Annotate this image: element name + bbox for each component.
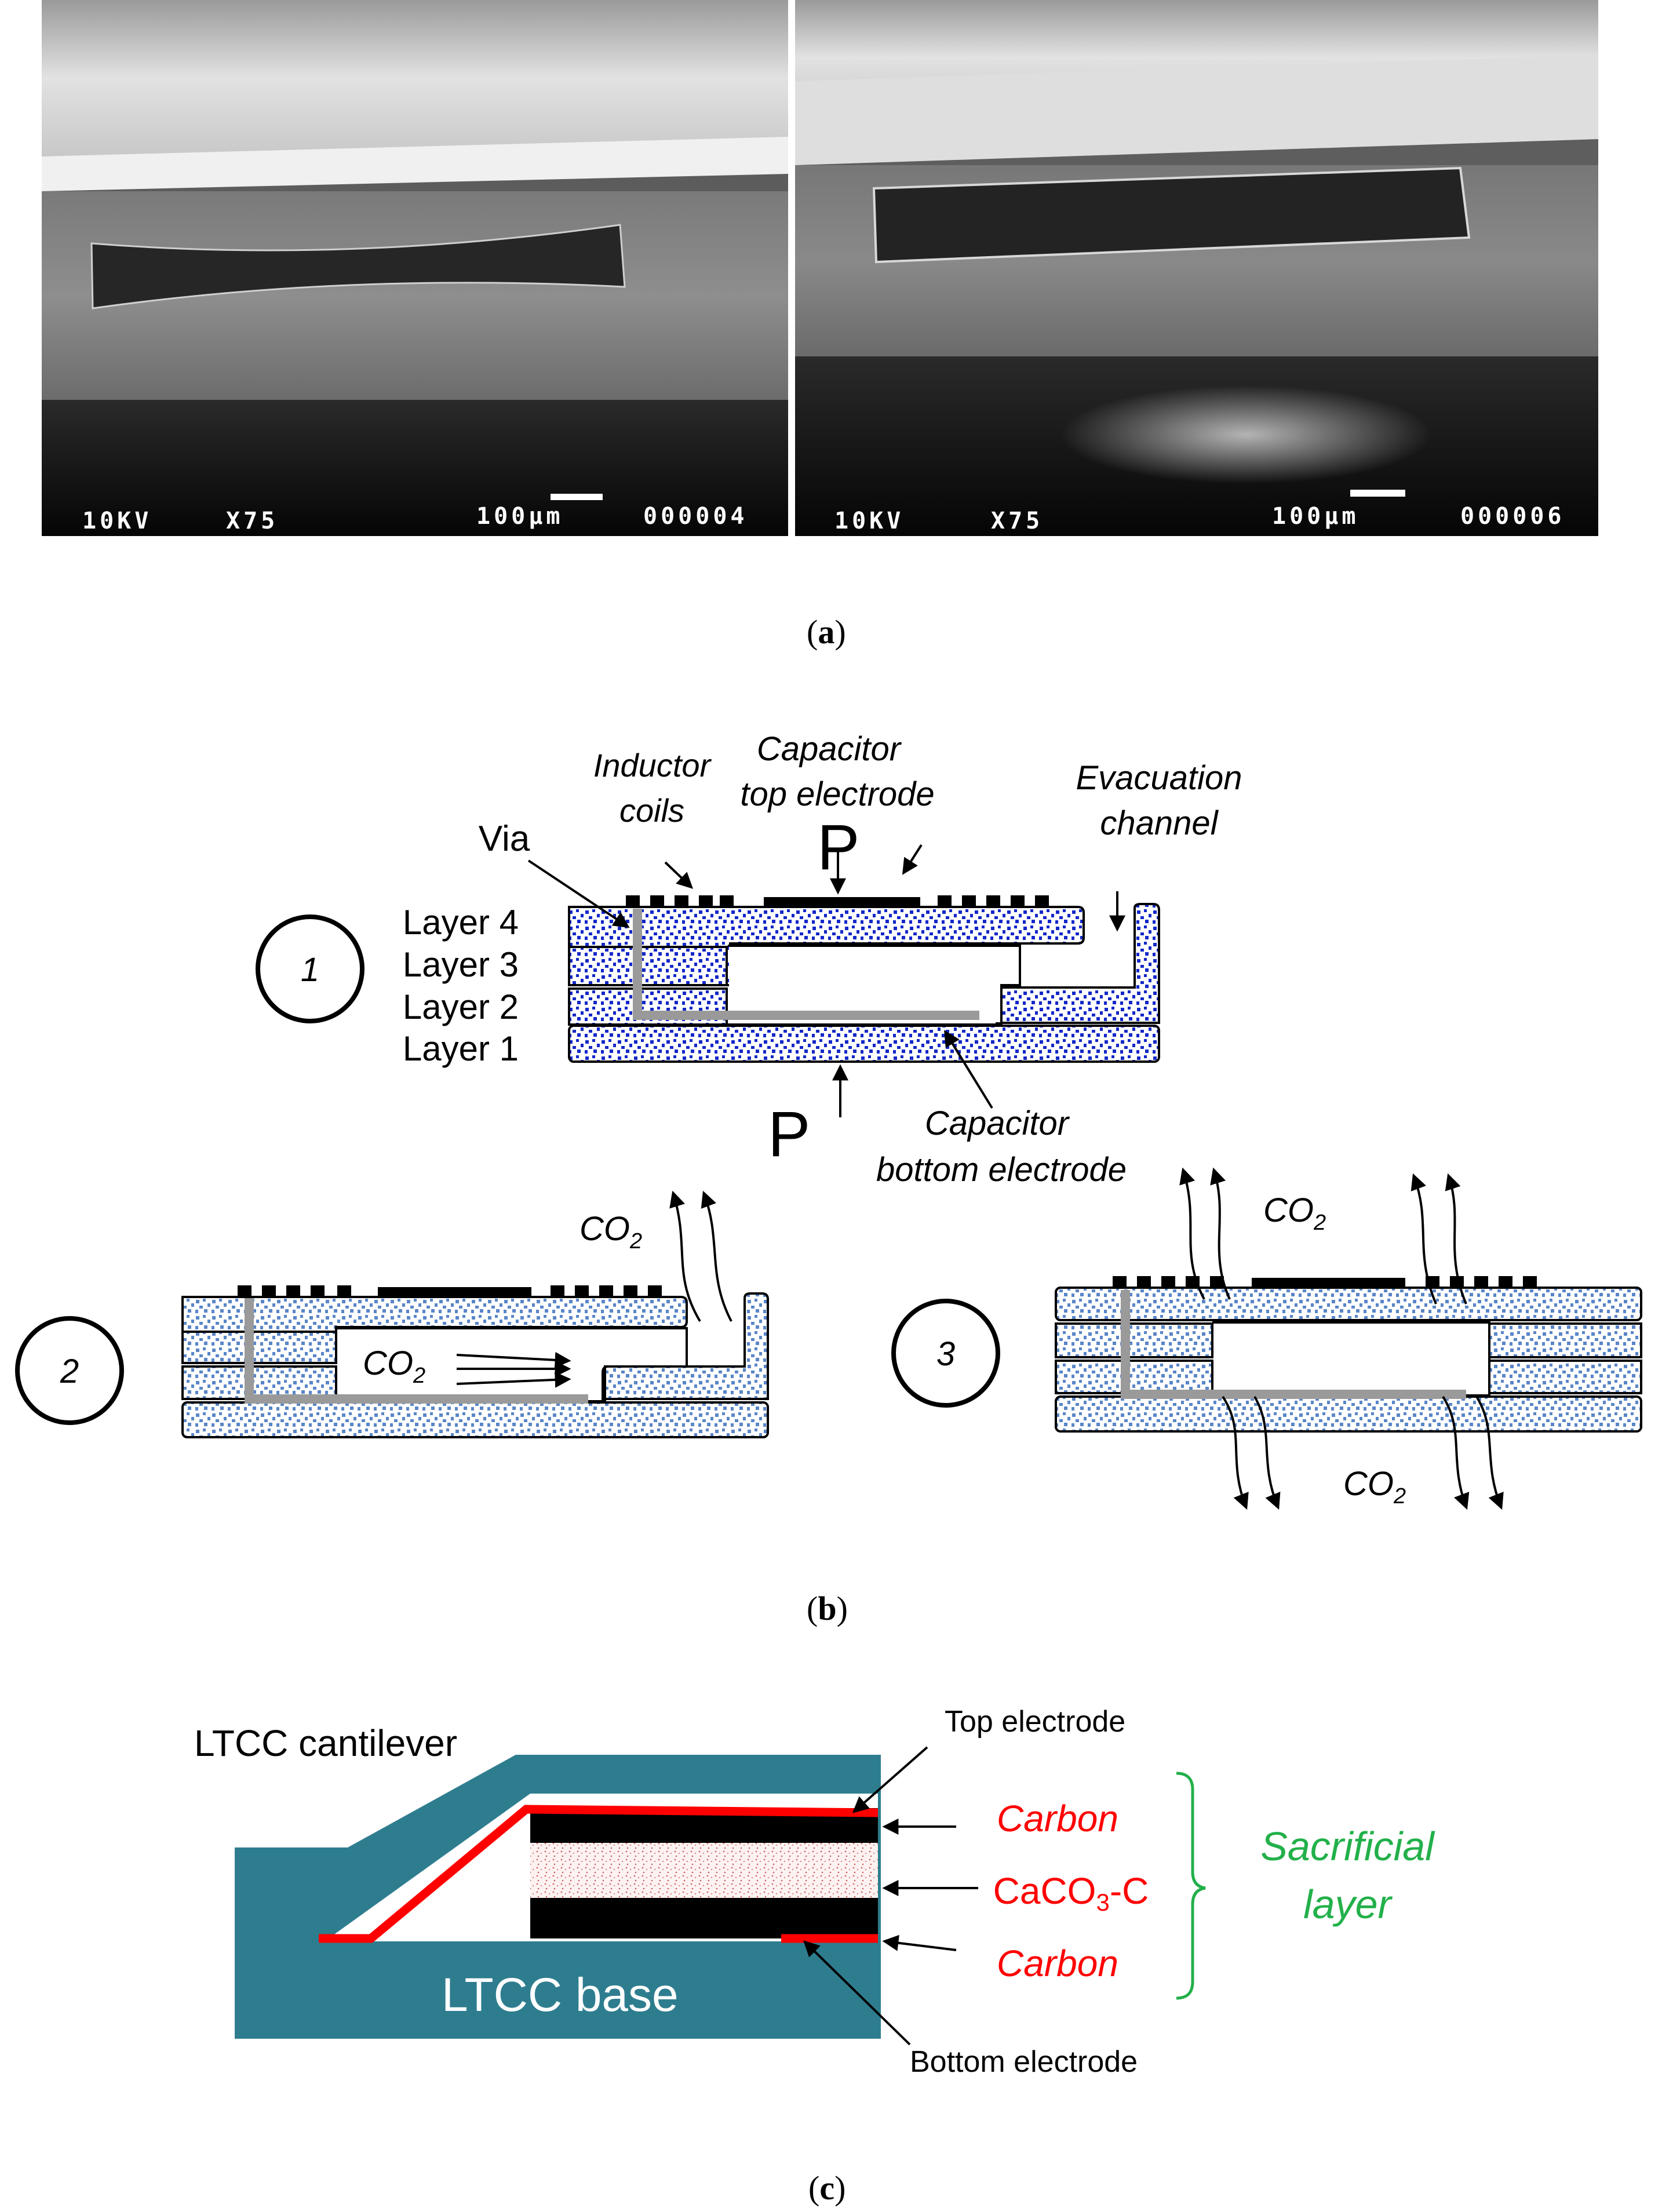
sem-image-left: 10KV X75 100µm 000004 xyxy=(42,0,788,536)
sem-left-scale: 100µm xyxy=(476,503,563,530)
sem-left-magnification: X75 xyxy=(226,508,278,534)
step-3-diagram: 3 CO2 xyxy=(891,1167,1642,1510)
carbon-bottom-label: Carbon xyxy=(997,1943,1118,1984)
bottom-electrode-label: Bottom electrode xyxy=(910,2045,1138,2079)
sem-left-frame: 000004 xyxy=(643,503,748,530)
sacrificial-brace xyxy=(1176,1772,1206,2000)
ltcc-base xyxy=(235,1941,881,2039)
layer-1-label: Layer 1 xyxy=(403,1029,519,1068)
co2-inside-label: CO2 xyxy=(363,1344,425,1388)
step-2-diagram: 2 CO2 CO2 xyxy=(15,1190,769,1438)
sacrificial-label-1: Sacrificial xyxy=(1260,1824,1435,1869)
evacuation-label-2: channel xyxy=(1100,804,1219,842)
panel-c-caption: (c) xyxy=(808,2169,845,2207)
panel-c: LTCC cantilever LTCC base Top electrode … xyxy=(194,1705,1435,2207)
sacrificial-label-2: layer xyxy=(1303,1882,1393,1927)
pressure-bottom: P xyxy=(768,1099,810,1170)
step-2-number: 2 xyxy=(60,1353,79,1390)
step-1-number: 1 xyxy=(301,951,319,989)
bottom-carbon-layer xyxy=(530,1898,878,1938)
carbon-top-label: Carbon xyxy=(997,1798,1118,1839)
ltcc-cantilever-label: LTCC cantilever xyxy=(194,1722,457,1764)
via-label: Via xyxy=(479,819,530,859)
top-electrode-label: Top electrode xyxy=(945,1705,1125,1739)
via-and-bottom-electrode xyxy=(633,909,979,1020)
evacuation-label-1: Evacuation xyxy=(1076,759,1242,797)
sem-right-magnification: X75 xyxy=(991,508,1043,534)
ltcc-base-label: LTCC base xyxy=(442,1969,679,2021)
capacitor-top-electrode xyxy=(764,897,920,907)
layer-3-label: Layer 3 xyxy=(403,945,519,984)
step-1-diagram: 1 Layer 4 L xyxy=(256,730,1242,1189)
co2-top-label: CO2 xyxy=(1263,1191,1326,1235)
capacitor-top-label-1: Capacitor xyxy=(757,730,902,768)
co2-out-label: CO2 xyxy=(579,1210,642,1253)
panel-b-caption: (b) xyxy=(807,1590,848,1627)
inductor-label-1: Inductor xyxy=(593,747,712,784)
sem-right-frame: 000006 xyxy=(1460,503,1565,530)
caco3-layer xyxy=(530,1843,878,1898)
layer-4-label: Layer 4 xyxy=(403,903,519,942)
panel-b: 1 Layer 4 L xyxy=(15,730,1642,1627)
layer-1 xyxy=(568,1025,1160,1063)
inductor-label-2: coils xyxy=(619,792,684,829)
capacitor-top-label-2: top electrode xyxy=(740,775,934,813)
sem-right-scale: 100µm xyxy=(1272,503,1359,530)
step-1-circle xyxy=(256,914,365,1023)
step-3-number: 3 xyxy=(936,1335,955,1373)
caco3-label: CaCO3-C xyxy=(993,1870,1149,1916)
top-electrode xyxy=(319,1805,879,1943)
layer-2-label: Layer 2 xyxy=(403,987,519,1026)
panel-a: 10KV X75 100µm 000004 10KV X75 100µm 000… xyxy=(42,0,1598,651)
capacitor-bottom-label-2: bottom electrode xyxy=(876,1151,1127,1189)
capacitor-bottom-label-1: Capacitor xyxy=(925,1105,1070,1142)
panel-a-caption: (a) xyxy=(807,613,846,651)
sem-image-right: 10KV X75 100µm 000006 xyxy=(795,0,1598,536)
sem-right-voltage: 10KV xyxy=(834,508,904,534)
sem-left-voltage: 10KV xyxy=(82,508,152,534)
co2-bottom-label: CO2 xyxy=(1343,1465,1406,1508)
